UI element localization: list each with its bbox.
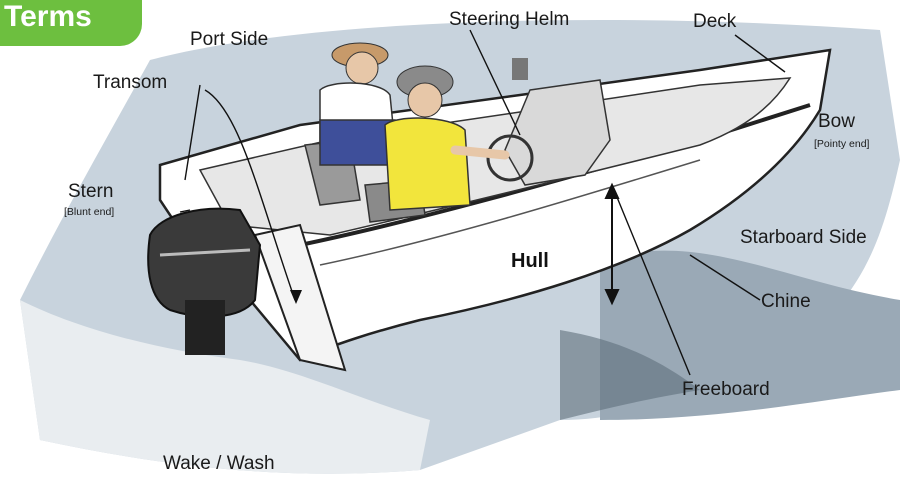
label-deck: Deck — [693, 12, 736, 31]
badge-label: Terms — [4, 2, 92, 32]
label-starboard-side: Starboard Side — [740, 228, 867, 247]
label-hull: Hull — [511, 251, 549, 271]
label-bow: Bow — [818, 112, 855, 131]
label-port-side: Port Side — [190, 30, 268, 49]
terms-badge: Terms — [0, 0, 142, 46]
label-stern: Stern — [68, 182, 113, 201]
label-bow-note: [Pointy end] — [814, 139, 869, 150]
label-chine: Chine — [761, 292, 811, 311]
label-transom: Transom — [93, 73, 167, 92]
label-steering-helm: Steering Helm — [449, 10, 569, 29]
label-stern-note: [Blunt end] — [64, 207, 114, 218]
label-freeboard: Freeboard — [682, 380, 770, 399]
label-wake-wash: Wake / Wash — [163, 454, 275, 473]
